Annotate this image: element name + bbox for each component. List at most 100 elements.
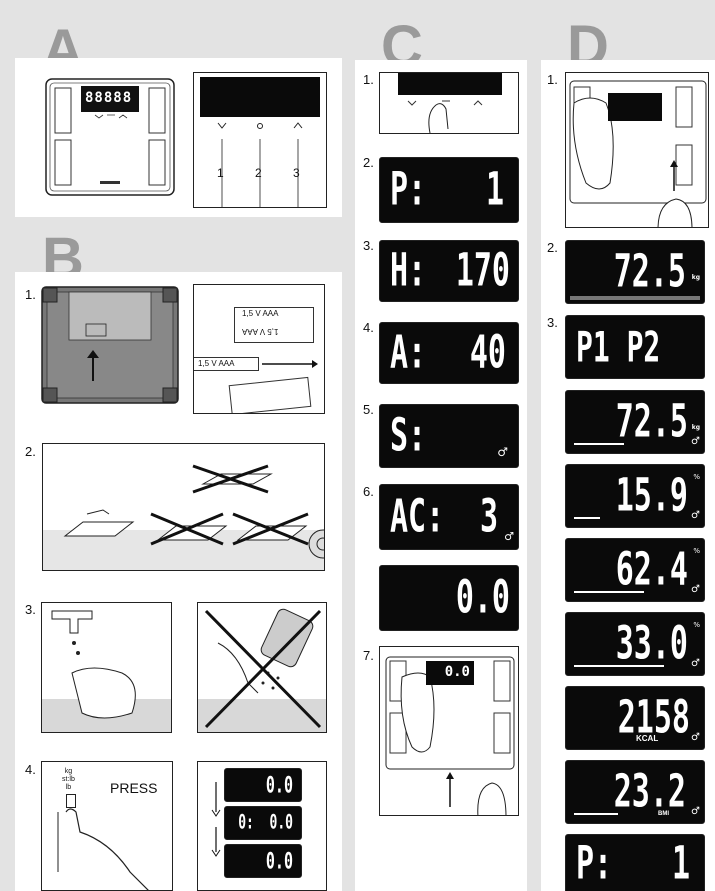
result-bmi: 23.2 BMI ♂ bbox=[565, 760, 705, 824]
result-user-value: 1 bbox=[671, 837, 690, 891]
display-c5-left: S: bbox=[390, 409, 427, 463]
result-water-unit: % bbox=[693, 547, 700, 555]
section-d-panel: 1. 2. 72.5 kg 3. P1 P2 72.5 kg ♂ 15.9 % … bbox=[541, 60, 715, 891]
result-user-left: P: bbox=[576, 837, 613, 891]
display-d2-unit: kg bbox=[691, 274, 700, 281]
male-icon: ♂ bbox=[691, 658, 700, 669]
result-bar bbox=[574, 443, 624, 445]
battery-insertion-box: 1,5 V AAA 1,5 V AAA 1,5 V AAA bbox=[193, 284, 325, 414]
battery-cover bbox=[228, 376, 312, 413]
result-water-value: 62.4 bbox=[615, 543, 688, 597]
press-button-box bbox=[379, 72, 519, 134]
display-d3-users: P1 P2 bbox=[565, 315, 705, 379]
result-bar bbox=[574, 591, 644, 593]
display-c4-right: 40 bbox=[469, 326, 506, 380]
unit-display-lb: 0.0 bbox=[224, 844, 302, 878]
male-icon: ♂ bbox=[504, 530, 514, 543]
male-icon: ♂ bbox=[691, 806, 700, 817]
battery-insert-arrow bbox=[262, 360, 318, 368]
step-b4: 4. bbox=[25, 762, 36, 777]
result-muscle-value: 33.0 bbox=[615, 617, 688, 671]
section-c-panel: 1. 2. P: 1 3. H: 170 4. A: 40 5. S: ♂ 6.… bbox=[355, 60, 527, 891]
unit-label-stlb: st:lb bbox=[62, 776, 75, 783]
display-c6-left: AC: bbox=[390, 490, 445, 544]
finger-press-illustration bbox=[57, 808, 149, 890]
unit-switch[interactable] bbox=[66, 794, 76, 808]
male-icon: ♂ bbox=[691, 732, 700, 743]
step-c6: 6. bbox=[363, 484, 374, 499]
step-c3: 3. bbox=[363, 238, 374, 253]
display-c6-right: 3 bbox=[479, 490, 498, 544]
display-panel bbox=[200, 77, 320, 117]
result-bmi-value: 23.2 bbox=[613, 765, 686, 819]
step7-display-value: 0.0 bbox=[444, 664, 470, 680]
feet-on-scale-illustration bbox=[569, 80, 707, 227]
cleaning-box bbox=[41, 602, 172, 733]
display-d2-weight: 72.5 kg bbox=[565, 240, 705, 304]
result-weight: 72.5 kg ♂ bbox=[565, 390, 705, 454]
unit-display-kg-value: 0.0 bbox=[265, 771, 293, 799]
unit-display-box: 0.0 0: 0.0 0.0 bbox=[197, 761, 327, 891]
step-c7: 7. bbox=[363, 648, 374, 663]
result-weight-value: 72.5 bbox=[615, 395, 688, 449]
battery-cell-label: 1,5 V AAA bbox=[198, 359, 235, 368]
wet-cloth-illustration bbox=[51, 610, 136, 719]
male-icon: ♂ bbox=[691, 436, 700, 447]
step-c4: 4. bbox=[363, 320, 374, 335]
step-d3: 3. bbox=[547, 315, 558, 330]
display-c4: A: 40 bbox=[379, 322, 519, 384]
battery-label-1: 1,5 V AAA bbox=[242, 309, 279, 318]
unit-switch-box: kg st:lb lb PRESS bbox=[41, 761, 173, 891]
floor-surface-box bbox=[42, 443, 325, 571]
unit-display-kg: 0.0 bbox=[224, 768, 302, 802]
scale-display-digits: 88888 bbox=[85, 90, 133, 106]
result-water: 62.4 % ♂ bbox=[565, 538, 705, 602]
unit-switch-arrows bbox=[211, 782, 221, 857]
step-c5: 5. bbox=[363, 402, 374, 417]
unit-label-lb: lb bbox=[65, 784, 72, 791]
display-c-zero: 0.0 bbox=[379, 565, 519, 631]
unit-display-stlb-value: 0: 0.0 bbox=[238, 811, 293, 835]
battery-cell: 1,5 V AAA bbox=[194, 357, 259, 371]
progress-bar bbox=[570, 296, 700, 300]
result-fat-unit: % bbox=[693, 473, 700, 481]
battery-label-2: 1,5 V AAA bbox=[242, 327, 279, 336]
result-bar bbox=[574, 813, 618, 815]
step-d1: 1. bbox=[547, 72, 558, 87]
step7-display: 0.0 bbox=[426, 661, 474, 685]
step-c1: 1. bbox=[363, 72, 374, 87]
step-b1: 1. bbox=[25, 287, 36, 302]
display-c2: P: 1 bbox=[379, 157, 519, 223]
button-number-2: 2 bbox=[255, 166, 262, 180]
result-user: P: 1 bbox=[565, 834, 705, 891]
display-panel bbox=[398, 73, 502, 95]
result-weight-unit: kg bbox=[691, 424, 700, 431]
result-kcal-label: KCAL bbox=[636, 734, 659, 743]
display-c5: S: ♂ bbox=[379, 404, 519, 468]
button-callout-lines bbox=[217, 122, 303, 207]
step-d2: 2. bbox=[547, 240, 558, 255]
unit-label-kg: kg bbox=[64, 768, 73, 775]
male-icon: ♂ bbox=[691, 584, 700, 595]
display-c3-right: 170 bbox=[455, 244, 510, 298]
male-icon: ♂ bbox=[497, 445, 508, 459]
press-label: PRESS bbox=[110, 780, 158, 796]
step-on-scale-box: 0.0 bbox=[379, 646, 519, 816]
display-c3: H: 170 bbox=[379, 240, 519, 302]
result-muscle: 33.0 % ♂ bbox=[565, 612, 705, 676]
result-muscle-unit: % bbox=[693, 621, 700, 629]
d1-display bbox=[608, 93, 662, 121]
unit-display-stlb: 0: 0.0 bbox=[224, 806, 302, 840]
step-b3: 3. bbox=[25, 602, 36, 617]
result-fat-value: 15.9 bbox=[615, 469, 688, 523]
section-b-panel: 1. 1,5 V AAA 1,5 V AAA 1,5 V AAA 2. bbox=[15, 272, 342, 891]
display-c-zero-value: 0.0 bbox=[455, 571, 510, 625]
display-d2-weight-value: 72.5 bbox=[613, 245, 686, 299]
display-c4-left: A: bbox=[390, 326, 427, 380]
result-bar bbox=[574, 517, 600, 519]
surface-illustration bbox=[63, 464, 324, 559]
display-c2-right: 1 bbox=[485, 163, 504, 217]
male-icon: ♂ bbox=[691, 510, 700, 521]
chemical-cleaner-illustration bbox=[204, 608, 322, 729]
battery-compartment bbox=[234, 307, 314, 343]
